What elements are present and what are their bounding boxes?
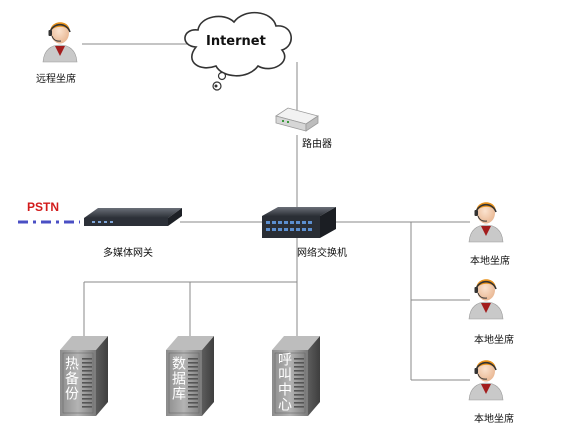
- remote-agent-icon: [42, 21, 78, 63]
- router-label: 路由器: [302, 139, 332, 150]
- router-icon: [275, 107, 319, 132]
- server-label-callcenter: 呼叫中心: [276, 352, 292, 412]
- local-agent-label: 本地坐席: [474, 414, 514, 425]
- connection-lines: [82, 43, 470, 381]
- server-label-backup: 热备份: [63, 356, 79, 401]
- gateway-icon: [84, 208, 182, 226]
- switch-label: 网络交换机: [297, 248, 347, 259]
- local-agent-label: 本地坐席: [474, 335, 514, 346]
- local-agent-icon: [468, 201, 504, 243]
- switch-icon: [262, 207, 336, 238]
- local-agent-icon: [468, 359, 504, 401]
- internet-cloud-icon: [184, 11, 292, 91]
- remote-agent-label: 远程坐席: [36, 74, 76, 85]
- pstn-label: PSTN: [27, 200, 60, 214]
- gateway-label: 多媒体网关: [103, 248, 153, 259]
- server-label-database: 数据库: [170, 356, 186, 401]
- local-agent-label: 本地坐席: [470, 256, 510, 267]
- internet-label: Internet: [206, 34, 266, 49]
- local-agent-icon: [468, 278, 504, 320]
